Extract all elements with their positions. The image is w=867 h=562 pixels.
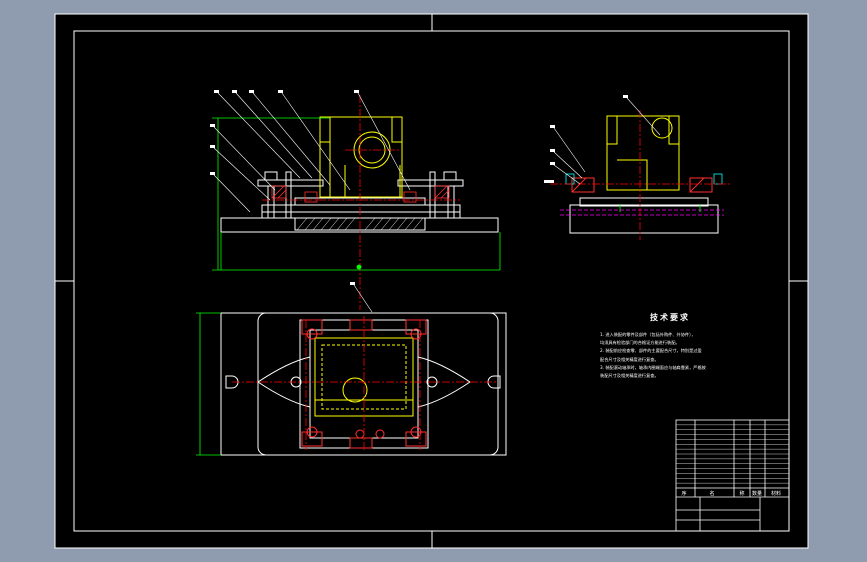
title-block-header-cell: 称: [739, 490, 744, 497]
side-magenta-lines: [560, 209, 724, 216]
side-view: [544, 95, 730, 240]
technical-requirements: 技术要求 1. 进入装配的零件及部件（包括外购件、外协件）， 均须具有检验部门的…: [600, 312, 780, 380]
centering-marks: [55, 14, 808, 548]
title-block-header-cell: 数量: [752, 490, 762, 497]
title-block: [675, 419, 790, 532]
front-leaders: [213, 92, 411, 213]
title-block-header: 序 名 称 数量 材料: [681, 490, 781, 497]
title-block-header-cell: 名: [709, 490, 714, 497]
front-dimension: [212, 117, 501, 271]
title-block-header-cell: 序: [681, 490, 686, 497]
tech-line: 装配尺寸及相关精度进行复查。: [600, 373, 659, 379]
tech-line: 均须具有检验部门的合格证方能进行装配。: [600, 340, 680, 346]
front-view: [210, 90, 501, 310]
clamps-top: [301, 319, 427, 449]
side-leaders: [553, 97, 661, 185]
tech-line: 2. 装配前应检查零、部件的主要配合尺寸，特别是过盈: [600, 348, 702, 354]
side-base: [569, 204, 719, 234]
technical-requirements-title: 技术要求: [650, 313, 690, 322]
tech-line: 1. 进入装配的零件及部件（包括外购件、外协件），: [600, 332, 696, 337]
title-block-header-cell: 材料: [771, 490, 781, 497]
section-hatch: [271, 185, 450, 203]
top-dimension: [196, 312, 221, 456]
front-centerlines: [262, 95, 460, 310]
title-block-rows: [676, 424, 789, 484]
tech-line: 配合尺寸及相关精度进行复查。: [600, 356, 659, 362]
top-view: [196, 282, 507, 456]
tech-line: 3. 装配滚动轴承时，轴承内圈端面应与轴肩靠紧，严格按: [600, 364, 706, 370]
front-balloons: [210, 90, 359, 175]
top-centerlines: [232, 316, 496, 452]
side-hatch: [571, 177, 713, 193]
